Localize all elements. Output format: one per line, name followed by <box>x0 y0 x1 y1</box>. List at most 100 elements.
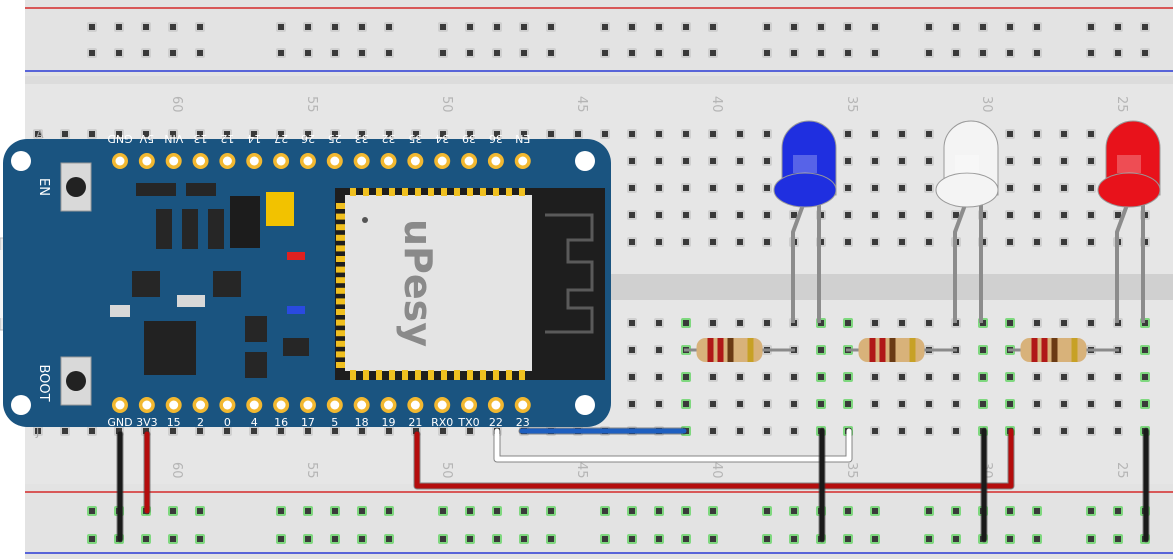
module-pin <box>336 234 345 241</box>
column-number: 25 <box>1114 462 1129 479</box>
hole-socket <box>602 24 608 30</box>
hole-socket <box>764 320 770 326</box>
hole-socket <box>1007 131 1013 137</box>
hole-socket <box>197 131 203 137</box>
hole-socket <box>1088 212 1094 218</box>
module-pin <box>454 370 460 380</box>
hole-socket <box>926 239 932 245</box>
module-pin <box>376 370 382 380</box>
hole-socket <box>89 428 95 434</box>
pin-label: 0 <box>224 416 231 429</box>
resistor-band <box>889 338 896 362</box>
hole-socket <box>926 158 932 164</box>
hole-socket <box>1061 158 1067 164</box>
hole-socket <box>1115 428 1121 434</box>
header-pin-hole <box>464 400 474 410</box>
hole-socket <box>845 239 851 245</box>
hole-socket <box>62 131 68 137</box>
led-highlight <box>955 155 979 173</box>
hole-socket <box>1061 428 1067 434</box>
hole-socket <box>332 50 338 56</box>
resistor-band <box>1041 338 1048 362</box>
hole-socket <box>926 508 932 514</box>
header-pin-hole <box>169 156 179 166</box>
hole-socket <box>926 185 932 191</box>
header-pin-hole <box>518 400 528 410</box>
hole-socket <box>1007 212 1013 218</box>
hole-socket <box>143 24 149 30</box>
en-button-label: EN <box>36 178 51 196</box>
hole-socket <box>872 320 878 326</box>
hole-socket <box>143 131 149 137</box>
hole-socket <box>1007 374 1013 380</box>
wire-gpio22-white <box>494 428 852 462</box>
resistor-band <box>879 338 886 362</box>
hole-socket <box>440 131 446 137</box>
module-castellated-pins <box>336 188 525 380</box>
hole-socket <box>845 536 851 542</box>
module-pin <box>336 319 345 326</box>
hole-socket <box>1034 24 1040 30</box>
hole-socket <box>359 24 365 30</box>
module-pin <box>336 298 345 305</box>
module-pin <box>493 188 499 196</box>
hole-socket <box>845 212 851 218</box>
hole-socket <box>440 508 446 514</box>
hole-socket <box>143 536 149 542</box>
hole-socket <box>737 401 743 407</box>
top-power-rail <box>25 0 1173 76</box>
module-pin <box>441 188 447 196</box>
header-pin-hole <box>142 156 152 166</box>
resistors <box>684 338 1119 362</box>
hole-socket <box>1115 50 1121 56</box>
hole-socket <box>710 24 716 30</box>
header-pin-hole <box>491 156 501 166</box>
module-pin <box>336 224 345 231</box>
hole-socket <box>737 131 743 137</box>
mount-hole-bl <box>11 395 31 415</box>
pin-label: 32 <box>382 132 396 145</box>
hole-socket <box>359 536 365 542</box>
hole-socket <box>467 50 473 56</box>
hole-socket <box>305 536 311 542</box>
boot-button-label: BOOT <box>36 364 51 401</box>
hole-socket <box>683 50 689 56</box>
pin-label: 12 <box>220 132 234 145</box>
header-pin-hole <box>384 400 393 410</box>
leds <box>773 120 1161 323</box>
header-pin-hole <box>169 400 179 410</box>
hole-socket <box>791 508 797 514</box>
hole-socket <box>170 536 176 542</box>
hole-socket <box>710 131 716 137</box>
hole-socket <box>1061 374 1067 380</box>
hole-socket <box>197 428 203 434</box>
pin-label: 39 <box>462 132 476 145</box>
hole-socket <box>818 50 824 56</box>
header-pin-hole <box>491 400 501 410</box>
hole-socket <box>710 508 716 514</box>
module-pin <box>336 256 345 262</box>
hole-socket <box>683 536 689 542</box>
hole-socket <box>89 536 95 542</box>
module-pin <box>467 188 473 196</box>
hole-socket <box>629 158 635 164</box>
hole-socket <box>386 536 392 542</box>
hole-socket <box>278 508 284 514</box>
hole-socket <box>1007 239 1013 245</box>
header-pin-hole <box>276 156 286 166</box>
hole-socket <box>683 185 689 191</box>
module-pin <box>480 188 486 196</box>
hole-socket <box>1115 374 1121 380</box>
hole-socket <box>305 50 311 56</box>
mount-hole-tr <box>575 151 595 171</box>
pin-label: 3V3 <box>136 416 158 429</box>
header-pin-hole <box>249 156 259 166</box>
hole-socket <box>791 50 797 56</box>
pin-label: 16 <box>274 416 288 429</box>
pin-label: GND <box>107 132 132 145</box>
hole-socket <box>467 131 473 137</box>
hole-socket <box>926 131 932 137</box>
hole-socket <box>1061 185 1067 191</box>
module-pin <box>428 188 434 196</box>
hole-socket <box>818 374 824 380</box>
